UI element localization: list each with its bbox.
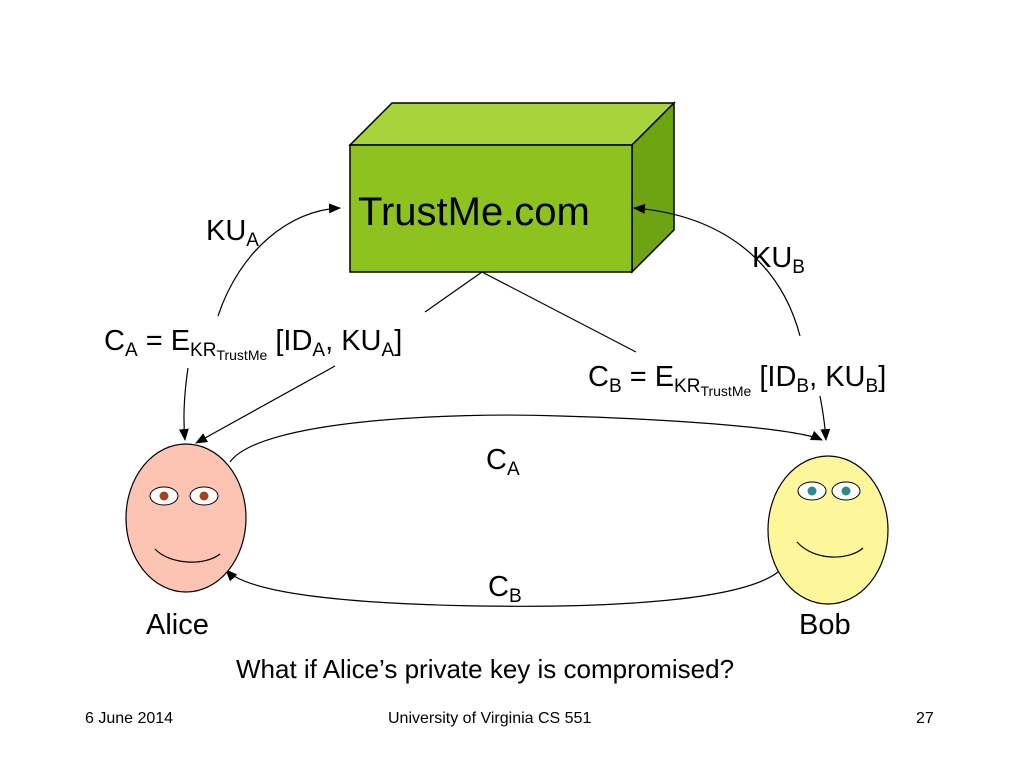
footer-course: University of Virginia CS 551 [388,710,592,727]
cert-b-c: C [588,361,609,393]
ca-message-label: CA [486,444,520,480]
question-text: What if Alice’s private key is compromis… [236,654,735,684]
cert-a-label: CA = EKRTrustMe [IDA, KUA] [104,325,403,363]
cert-b-ku: , KU [809,361,866,393]
alice-mouth [154,548,221,563]
cert-a-key-trustme: TrustMe [216,347,268,363]
bob-name: Bob [799,609,851,641]
cert-a-key: KRTrustMe [190,340,268,363]
server-front-face [349,144,633,273]
cert-a-ku: , KU [325,325,382,357]
server-top-face [348,102,676,146]
footer-page-number: 27 [916,710,934,727]
bob-down-arrow [819,395,831,441]
cert-b-id: [ID [751,361,797,393]
ca-sub: A [506,459,520,480]
cert-b-id-sub: B [796,376,810,397]
cb-message-arrow [225,564,786,607]
cert-b-ku-sub: B [865,376,879,397]
server-label: TrustMe.com [358,190,590,234]
ku-a-arrow [217,203,341,317]
cert-a-key-kr: KR [190,340,217,361]
cert-a-c-sub: A [124,340,138,361]
cert-a-ku-sub: A [381,340,395,361]
footer-date: 6 June 2014 [85,710,174,727]
ca-message-arrow [229,414,823,463]
ku-a-sub: A [246,230,259,251]
ku-a-label: KUA [206,215,259,251]
ca-main: C [486,444,507,476]
ku-b-label: KUB [752,242,805,278]
cert-a-id-sub: A [312,340,326,361]
cb-sub: B [508,586,522,607]
cert-a-to-alice-arrow [195,365,336,444]
cert-b-label: CB = EKRTrustMe [IDB, KUB] [588,361,887,399]
cert-a-eq: = E [137,325,191,357]
cert-b-key-trustme: TrustMe [700,383,752,399]
bob-face [767,455,889,605]
ku-b-main: KU [752,242,793,274]
cb-message-label: CB [488,571,522,607]
cb-main: C [488,571,509,603]
cert-a-close: ] [394,325,403,357]
cert-b-eq: = E [621,361,675,393]
cert-b-key: KRTrustMe [674,376,752,399]
alice-down-arrow [178,367,189,441]
ku-b-sub: B [792,257,805,278]
alice-face [125,443,247,593]
ku-a-main: KU [206,215,247,247]
cert-a-c: C [104,325,125,357]
ku-b-arrow [633,203,801,337]
cert-a-id: [ID [267,325,313,357]
cert-a-connector-line [424,271,483,313]
cert-b-key-kr: KR [674,376,701,397]
cert-b-close: ] [878,361,887,393]
alice-name: Alice [146,609,209,641]
trustme-server-box [348,101,676,274]
cert-b-c-sub: B [608,376,622,397]
bob-mouth [796,541,864,558]
cert-b-connector-line [481,271,637,353]
